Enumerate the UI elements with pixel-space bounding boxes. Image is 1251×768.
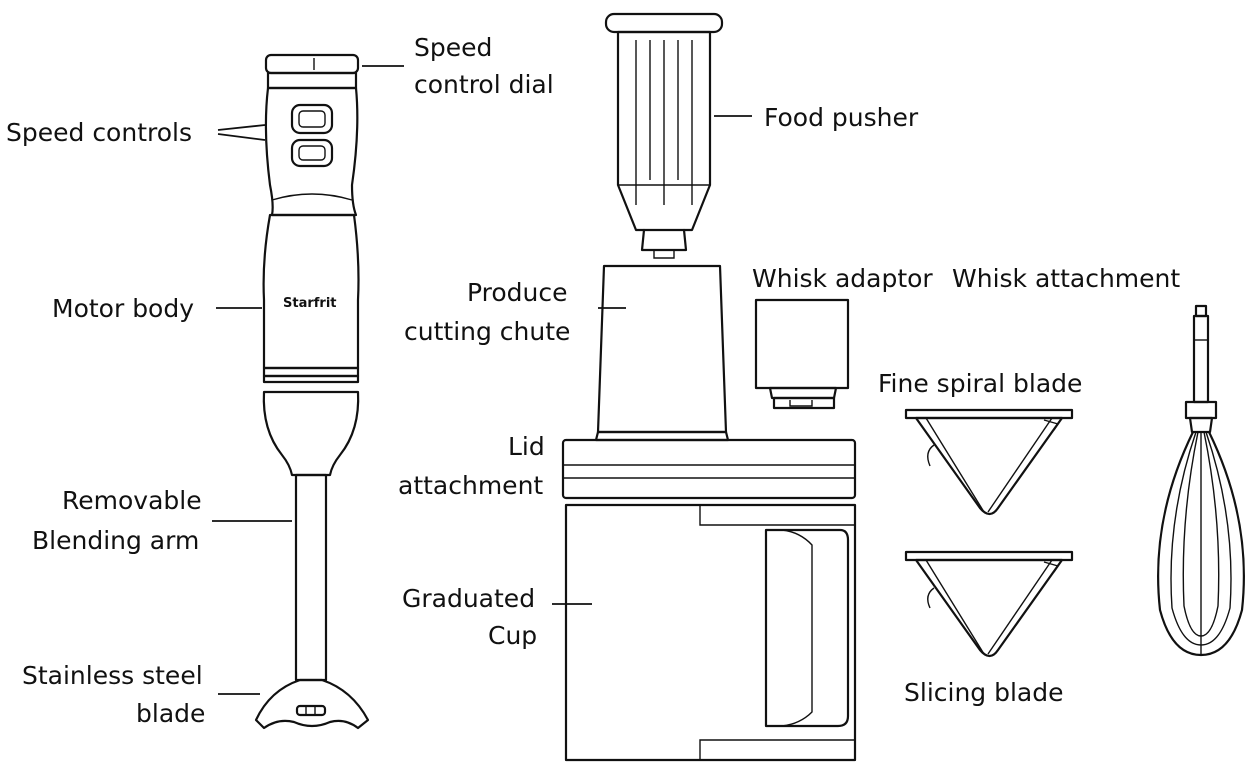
leader-lines <box>212 65 752 695</box>
label-speed-control-dial-line2: control dial <box>414 70 554 99</box>
label-motor-body: Motor body <box>52 294 194 323</box>
label-stainless-steel-blade-line2: blade <box>136 699 205 728</box>
label-speed-controls: Speed controls <box>6 118 192 147</box>
whisk-attachment <box>1157 304 1245 657</box>
produce-cutting-chute <box>594 264 730 442</box>
motor-body <box>262 213 360 370</box>
cup-handle <box>764 528 850 728</box>
label-graduated-cup-line1: Graduated <box>402 584 535 613</box>
speed-controls <box>290 103 334 168</box>
blending-arm-shaft <box>294 473 328 682</box>
label-graduated-cup-line2: Cup <box>488 621 537 650</box>
label-stainless-steel-blade-line1: Stainless steel <box>22 661 203 690</box>
label-slicing-blade: Slicing blade <box>904 678 1064 707</box>
whisk-adaptor <box>754 298 850 410</box>
handle-upper <box>264 86 359 217</box>
label-food-pusher: Food pusher <box>764 103 919 132</box>
label-whisk-attachment: Whisk attachment <box>952 264 1180 293</box>
graduated-cup <box>564 503 857 762</box>
label-fine-spiral-blade: Fine spiral blade <box>878 369 1082 398</box>
label-speed-control-dial-line1: Speed <box>414 33 492 62</box>
label-produce-cutting-chute-line1: Produce <box>467 278 568 307</box>
label-lid-attachment-line2: attachment <box>398 471 543 500</box>
hand-blender: Starfrit <box>254 53 370 730</box>
fine-spiral-blade <box>904 408 1074 516</box>
label-produce-cutting-chute-line2: cutting chute <box>404 317 570 346</box>
stainless-steel-blade-guard <box>254 678 370 730</box>
label-lid-attachment-line1: Lid <box>508 432 545 461</box>
starfrit-logo: Starfrit <box>283 296 337 311</box>
slicing-blade <box>904 550 1074 658</box>
label-whisk-adaptor: Whisk adaptor <box>752 264 933 293</box>
label-removable-blending-arm-line1: Removable <box>62 486 202 515</box>
speed-control-dial <box>264 53 360 90</box>
lid-attachment <box>561 438 857 500</box>
food-pusher <box>604 12 724 259</box>
label-removable-blending-arm-line2: Blending arm <box>32 526 199 555</box>
blending-arm-housing <box>262 390 360 477</box>
labels: Speed control dial Speed controls Motor … <box>6 33 1180 728</box>
